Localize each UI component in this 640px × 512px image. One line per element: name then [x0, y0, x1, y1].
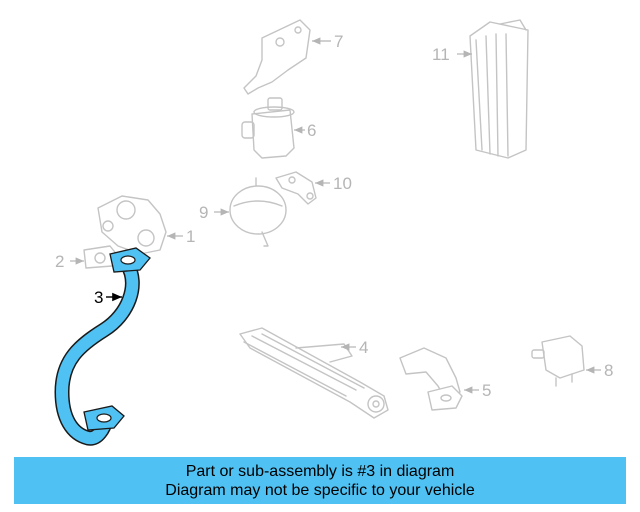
callout-6: 6 — [307, 121, 316, 140]
part-11-canister: 11 — [432, 19, 529, 159]
part-10-bracket: 10 — [275, 171, 352, 205]
callout-8: 8 — [604, 361, 613, 380]
caption-line-2: Diagram may not be specific to your vehi… — [165, 481, 475, 499]
callout-11: 11 — [432, 45, 450, 64]
part-1-egr-valve: 1 — [97, 195, 195, 255]
callout-9: 9 — [199, 203, 208, 222]
part-8-solenoid: 8 — [531, 335, 613, 387]
callout-7: 7 — [334, 32, 343, 51]
part-9-reservoir: 9 — [199, 177, 287, 247]
part-3-egr-tube: 3 — [54, 247, 151, 446]
caption-bar: Part or sub-assembly is #3 in diagram Di… — [14, 457, 626, 504]
part-7-bracket: 7 — [243, 19, 343, 95]
caption-line-1: Part or sub-assembly is #3 in diagram — [185, 462, 455, 480]
callout-1: 1 — [186, 227, 195, 246]
parts-diagram: 7 6 11 10 9 1 — [54, 19, 613, 446]
part-4-cooler: 4 — [239, 327, 389, 419]
callout-5: 5 — [482, 381, 491, 400]
callout-3: 3 — [94, 288, 103, 307]
part-6-valve: 6 — [241, 97, 316, 159]
part-2-gasket: 2 — [55, 245, 119, 271]
part-5-elbow: 5 — [399, 347, 491, 411]
callout-2: 2 — [55, 252, 64, 271]
callout-4: 4 — [359, 338, 368, 357]
callout-10: 10 — [333, 174, 352, 193]
